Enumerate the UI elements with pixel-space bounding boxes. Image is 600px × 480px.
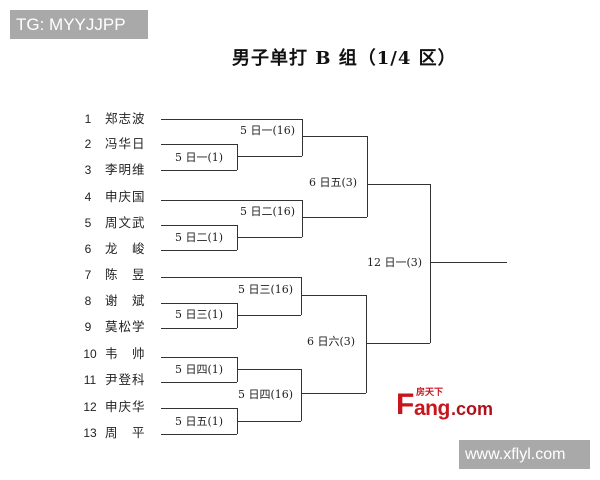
player-name: 韦 帅 bbox=[105, 346, 146, 361]
match-label: 6 日六(3) bbox=[307, 335, 356, 348]
match-label: 5 日五(1) bbox=[175, 415, 224, 428]
bracket-line bbox=[161, 434, 237, 435]
match-label: 5 日一(1) bbox=[175, 151, 224, 164]
bracket-line bbox=[161, 250, 237, 251]
bracket-line bbox=[237, 421, 301, 422]
seed-number: 1 bbox=[84, 112, 92, 126]
watermark-bottom-right: www.xflyl.com bbox=[459, 440, 590, 469]
player-name: 莫松学 bbox=[105, 319, 146, 334]
seed-number: 3 bbox=[84, 163, 92, 177]
bracket-line bbox=[237, 144, 238, 170]
match-label: 5 日三(16) bbox=[238, 283, 294, 296]
player-name: 李明维 bbox=[105, 162, 146, 177]
fang-logo: F 房天下 ang .com bbox=[396, 388, 511, 420]
match-label: 5 日三(1) bbox=[175, 308, 224, 321]
bracket-line bbox=[237, 315, 301, 316]
bracket-line bbox=[301, 369, 302, 421]
bracket-line bbox=[161, 200, 302, 201]
bracket-line bbox=[161, 277, 301, 278]
seed-number: 5 bbox=[84, 216, 92, 230]
match-label: 5 日二(16) bbox=[240, 205, 296, 218]
player-name: 冯华日 bbox=[105, 136, 146, 151]
bracket-line bbox=[367, 184, 430, 185]
match-label: 5 日四(16) bbox=[238, 388, 294, 401]
bracket-line bbox=[161, 328, 237, 329]
logo-text-com: .com bbox=[451, 399, 494, 419]
logo-chinese-text: 房天下 bbox=[416, 388, 444, 398]
bracket-line bbox=[430, 184, 431, 343]
bracket-line bbox=[161, 357, 237, 358]
match-label: 6 日五(3) bbox=[309, 176, 358, 189]
player-name: 周 平 bbox=[105, 425, 146, 440]
bracket-line bbox=[237, 156, 302, 157]
bracket-line bbox=[161, 170, 237, 171]
bracket-line bbox=[301, 295, 366, 296]
bracket-line bbox=[302, 119, 303, 156]
bracket-line bbox=[161, 144, 237, 145]
player-name: 龙 峻 bbox=[105, 241, 146, 256]
player-name: 申庆国 bbox=[105, 189, 146, 204]
match-label: 12 日一(3) bbox=[367, 256, 423, 269]
bracket-line bbox=[301, 393, 366, 394]
seed-number: 4 bbox=[84, 190, 92, 204]
bracket-line bbox=[237, 369, 301, 370]
player-name: 周文武 bbox=[105, 215, 146, 230]
bracket-line bbox=[161, 303, 237, 304]
bracket-line bbox=[430, 262, 507, 263]
seed-number: 6 bbox=[84, 242, 92, 256]
bracket-line bbox=[367, 136, 368, 217]
player-name: 郑志波 bbox=[105, 111, 146, 126]
bracket-line bbox=[237, 237, 302, 238]
bracket-line bbox=[302, 200, 303, 237]
bracket-line bbox=[302, 136, 367, 137]
logo-text-ang: ang bbox=[414, 397, 450, 420]
page-title: 男子单打 B 组（1/4 区） bbox=[232, 48, 457, 69]
bracket-line bbox=[161, 119, 302, 120]
seed-number: 8 bbox=[84, 294, 92, 308]
player-name: 谢 斌 bbox=[105, 293, 146, 308]
seed-number: 12 bbox=[83, 400, 97, 414]
logo-letter-f: F bbox=[396, 388, 415, 421]
match-label: 5 日一(16) bbox=[240, 124, 296, 137]
seed-number: 10 bbox=[83, 347, 97, 361]
seed-number: 11 bbox=[83, 373, 97, 387]
player-name: 申庆华 bbox=[105, 399, 146, 414]
bracket-line bbox=[366, 343, 430, 344]
bracket-line bbox=[161, 382, 237, 383]
bracket-line bbox=[301, 277, 302, 315]
match-label: 5 日二(1) bbox=[175, 231, 224, 244]
seed-number: 2 bbox=[84, 137, 92, 151]
watermark-top-left: TG: MYYJJPP bbox=[10, 10, 148, 39]
bracket-line bbox=[161, 225, 237, 226]
seed-number: 9 bbox=[84, 320, 92, 334]
bracket-line bbox=[161, 408, 237, 409]
player-name: 陈 昱 bbox=[105, 267, 146, 282]
match-label: 5 日四(1) bbox=[175, 363, 224, 376]
seed-number: 13 bbox=[83, 426, 97, 440]
player-name: 尹登科 bbox=[105, 372, 146, 387]
seed-number: 7 bbox=[84, 268, 92, 282]
bracket-line bbox=[302, 217, 367, 218]
bracket-line bbox=[366, 295, 367, 393]
